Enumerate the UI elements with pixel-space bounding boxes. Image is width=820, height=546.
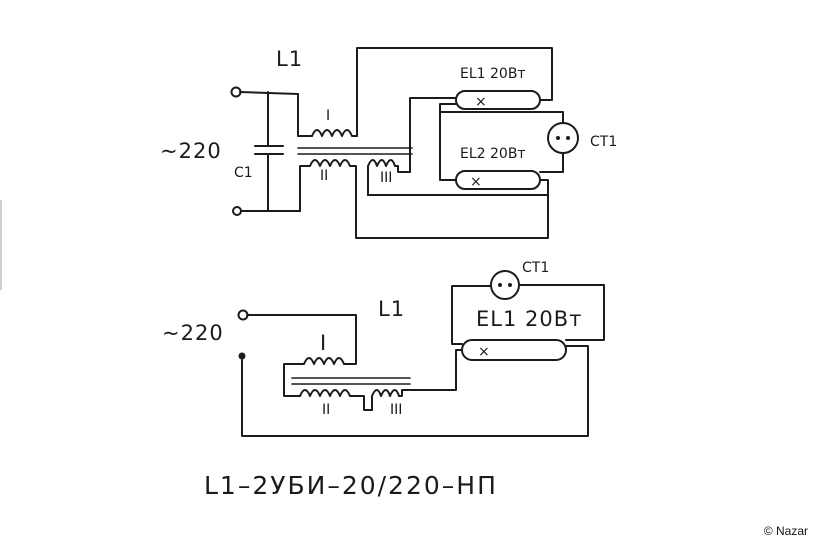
bottom-lamp-1-label: EL1 20Вт [476,307,582,331]
top-wire-lamp1-lamp2 [439,103,457,181]
top-lamp-2-label: EL2 20Вт [460,146,526,162]
bottom-wire-starter-to-lamp [518,284,605,341]
top-winding-3 [367,159,411,196]
top-wire-winding1-to-lamp1 [356,47,553,137]
bottom-winding-3-label: III [390,402,402,418]
top-starter-contact-1 [556,136,560,140]
top-wire-winding3-to-lamp1 [409,97,457,173]
top-wire-to-winding-1 [297,93,313,137]
bottom-winding-1-label: I [320,331,327,355]
part-number-caption: L1–2УБИ–20/220–НП [204,471,498,500]
copyright-notice: © Nazar [763,524,808,538]
top-winding-2-label: II [320,168,328,184]
top-starter-contact-2 [566,136,570,140]
top-starter-label: СТ1 [590,134,617,150]
top-starter-st1 [547,122,579,154]
top-inductor-label: L1 [276,47,303,71]
bottom-lamp-el1 [461,339,567,361]
top-capacitor-c1 [254,91,284,212]
bottom-wire-supply-to-winding-1 [246,314,357,365]
bottom-winding-2-label: II [322,402,330,418]
bottom-circuit: × L1 ~220 I II III EL1 20Вт СТ1 [162,260,605,437]
bottom-starter-contact-2 [508,283,512,287]
top-winding-3-label: III [380,170,392,186]
bottom-supply-terminal-lower [238,352,246,360]
top-lamp-el1-mark: × [475,94,487,110]
scan-edge [0,200,2,290]
bottom-starter-st1 [490,270,520,300]
top-winding-1-label: I [326,108,330,124]
top-wire-lamp1-end [539,95,553,101]
top-lamp-1-label: EL1 20Вт [460,66,526,82]
bottom-supply-label: ~220 [162,321,224,345]
top-lamp-el2 [455,170,541,190]
bottom-wire-supply-return [241,345,589,437]
bottom-winding-2 [299,389,373,411]
bottom-winding-1 [283,357,345,397]
top-winding-2 [299,159,549,239]
top-circuit: × × L1 ~220 C1 I II III EL1 20Вт EL2 20В… [160,47,617,239]
bottom-lamp-el1-mark: × [478,344,490,360]
top-supply-label: ~220 [160,139,222,163]
top-wire-lamp2-end [539,179,549,196]
top-wire-to-starter [439,111,564,123]
bottom-wire-to-starter [451,285,491,345]
bottom-starter-contact-1 [498,283,502,287]
bottom-starter-label: СТ1 [522,260,549,276]
top-capacitor-label: C1 [234,165,253,181]
bottom-winding-3 [371,349,463,411]
top-winding-1 [311,129,358,137]
top-supply-terminal-lower [232,206,242,216]
top-lamp-el2-mark: × [470,174,482,190]
top-wire-starter-to-lamp2 [539,152,564,173]
bottom-inductor-label: L1 [378,297,405,321]
top-lamp-el1 [455,90,541,110]
